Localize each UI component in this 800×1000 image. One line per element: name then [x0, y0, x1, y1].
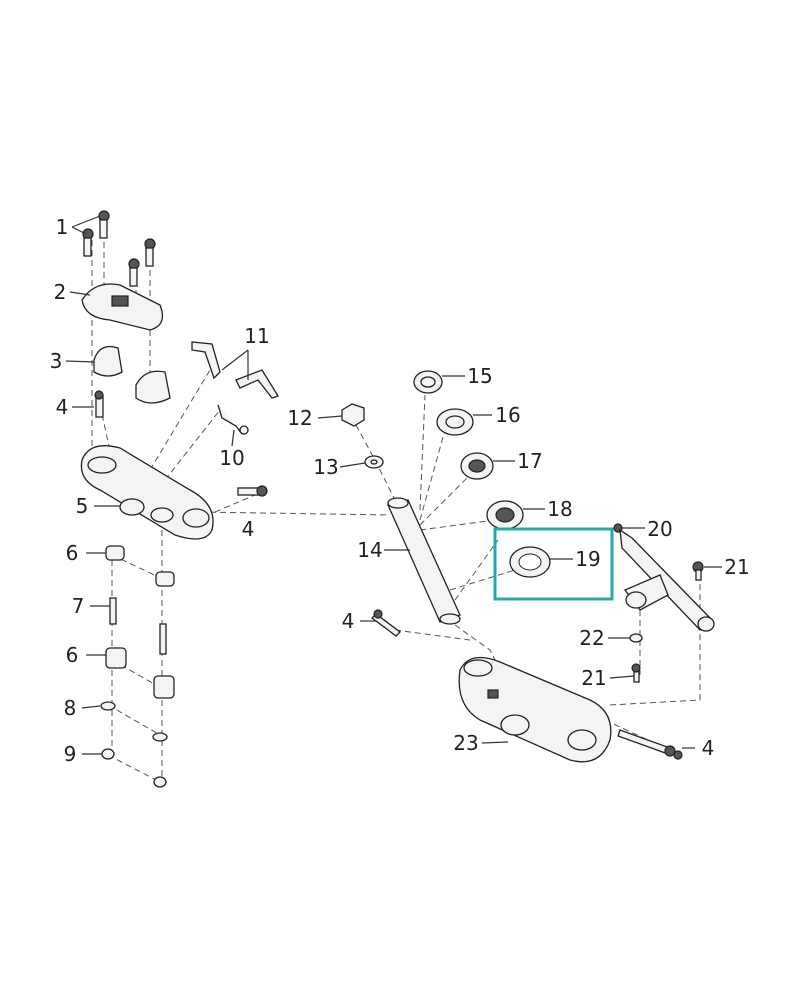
leader-lines: [65, 215, 722, 755]
callout-16[interactable]: 16: [495, 403, 520, 427]
callout-4[interactable]: 4: [56, 395, 69, 419]
part-steering-damper-20[interactable]: [613, 523, 715, 632]
part-bracket-11[interactable]: [191, 341, 279, 399]
callout-22[interactable]: 22: [579, 626, 604, 650]
highlight-box: [493, 527, 614, 601]
part-seal-16[interactable]: [436, 408, 474, 436]
callout-11[interactable]: 11: [244, 324, 269, 348]
callout-23[interactable]: 23: [453, 731, 478, 755]
callout-1[interactable]: 1: [56, 215, 69, 239]
part-bearing-17[interactable]: [460, 452, 494, 480]
callout-5[interactable]: 5: [76, 494, 89, 518]
part-bolt-21b[interactable]: [631, 663, 641, 683]
callout-10[interactable]: 10: [219, 446, 244, 470]
callout-20[interactable]: 20: [647, 517, 672, 541]
part-bolt-4a[interactable]: [94, 390, 104, 418]
callout-2[interactable]: 2: [54, 280, 67, 304]
part-bolt-4d[interactable]: [617, 729, 683, 760]
part-steering-stem-14[interactable]: [387, 497, 461, 625]
part-upper-triple-clamp-5[interactable]: [80, 445, 214, 540]
callout-4[interactable]: 4: [242, 517, 255, 541]
callout-6[interactable]: 6: [66, 643, 79, 667]
part-nut-9[interactable]: [101, 748, 167, 788]
callout-15[interactable]: 15: [467, 364, 492, 388]
part-bolts-1[interactable]: [82, 210, 156, 287]
part-nut-15[interactable]: [413, 370, 443, 394]
callout-12[interactable]: 12: [287, 406, 312, 430]
callout-9[interactable]: 9: [64, 742, 77, 766]
part-bushing-6a[interactable]: [105, 545, 175, 587]
part-handlebar-clamp-upper-2[interactable]: [81, 283, 164, 331]
part-lower-triple-clamp-23[interactable]: [458, 656, 612, 763]
callout-18[interactable]: 18: [547, 497, 572, 521]
part-bushing-6b[interactable]: [105, 647, 175, 699]
callout-7[interactable]: 7: [72, 594, 85, 618]
callout-4[interactable]: 4: [702, 736, 715, 760]
part-bearing-18[interactable]: [486, 500, 524, 530]
part-bolt-21a[interactable]: [692, 561, 704, 581]
callout-13[interactable]: 13: [313, 455, 338, 479]
part-bolt-4b[interactable]: [237, 485, 268, 497]
part-nut-12[interactable]: [341, 403, 365, 427]
part-washer-13[interactable]: [364, 455, 384, 469]
callout-21[interactable]: 21: [581, 666, 606, 690]
part-washer-8[interactable]: [100, 701, 168, 742]
callout-3[interactable]: 3: [50, 349, 63, 373]
callout-21[interactable]: 21: [724, 555, 749, 579]
part-seal-19[interactable]: [509, 546, 551, 578]
part-washer-22[interactable]: [629, 633, 643, 643]
callout-17[interactable]: 17: [517, 449, 542, 473]
callout-4[interactable]: 4: [342, 609, 355, 633]
part-bolt-4c[interactable]: [371, 609, 401, 637]
part-handlebar-clamp-lower-3[interactable]: [93, 345, 171, 404]
callout-19[interactable]: 19: [575, 547, 600, 571]
callout-6[interactable]: 6: [66, 541, 79, 565]
callout-8[interactable]: 8: [64, 696, 77, 720]
callout-14[interactable]: 14: [357, 538, 382, 562]
part-pin-7[interactable]: [109, 597, 167, 655]
part-clip-10[interactable]: [217, 404, 249, 435]
